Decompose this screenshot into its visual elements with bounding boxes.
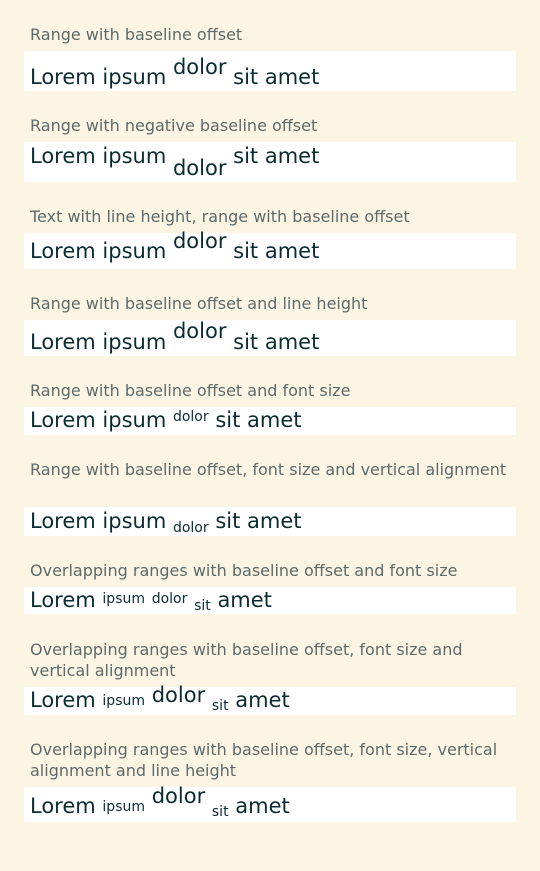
text-sample-box: Lorem ipsum dolor sit amet — [24, 507, 516, 536]
section-title: Range with baseline offset and line heig… — [30, 294, 368, 313]
text-sample-box: Lorem ipsum dolor sit amet — [24, 142, 516, 182]
text-sample-line: Lorem ipsum dolor sit amet — [30, 57, 320, 89]
text-sample-line: Lorem ipsum dolor sit amet — [30, 588, 272, 614]
section-title: Range with baseline offset, font size an… — [30, 460, 507, 479]
section-title: Overlapping ranges with baseline offset,… — [30, 740, 498, 780]
offset-text-run: dolor — [172, 55, 227, 79]
section-title: Range with negative baseline offset — [30, 116, 318, 135]
offset-text-run: dolor — [151, 683, 206, 707]
section-title: Range with baseline offset and font size — [30, 381, 351, 400]
section-title: Overlapping ranges with baseline offset,… — [30, 640, 463, 680]
text-sample-box: Lorem ipsum dolor sit amet — [24, 320, 516, 356]
text-sample-line: Lorem ipsum dolor sit amet — [30, 321, 320, 354]
text-run: Lorem — [30, 688, 96, 712]
offset-text-run: dolor — [172, 156, 227, 180]
text-run: Lorem — [30, 794, 96, 818]
offset-text-run: ipsum — [102, 693, 146, 709]
text-sample-box: Lorem ipsum dolor sit amet — [24, 685, 516, 715]
offset-text-run: dolor — [172, 229, 227, 253]
offset-text-run: dolor — [172, 520, 209, 536]
offset-text-run: dolor — [151, 784, 206, 808]
text-run: amet — [217, 588, 272, 612]
text-run: sit amet — [233, 239, 320, 263]
text-sample-box: Lorem ipsum dolor sit amet — [24, 587, 516, 614]
text-run: Lorem ipsum — [30, 144, 167, 168]
text-run: amet — [235, 794, 290, 818]
offset-text-run: dolor — [172, 319, 227, 343]
text-sample-line: Lorem ipsum dolor sit amet — [30, 231, 320, 263]
text-sample-box: Lorem ipsum dolor sit amet — [24, 786, 516, 822]
text-sample-line: Lorem ipsum dolor sit amet — [30, 685, 290, 714]
text-run: amet — [235, 688, 290, 712]
text-sample-box: Lorem ipsum dolor sit amet — [24, 51, 516, 91]
text-sample-line: Lorem ipsum dolor sit amet — [30, 786, 290, 820]
text-run: sit amet — [233, 144, 320, 168]
text-sample-line: Lorem ipsum dolor sit amet — [30, 509, 302, 536]
text-run: Lorem ipsum — [30, 330, 167, 354]
offset-text-run: dolor — [172, 409, 209, 425]
text-run: Lorem — [30, 588, 96, 612]
text-run: Lorem ipsum — [30, 509, 167, 533]
text-sample-line: Lorem ipsum dolor sit amet — [30, 144, 320, 179]
text-sample-box: Lorem ipsum dolor sit amet — [24, 407, 516, 435]
text-run: sit amet — [215, 408, 302, 432]
offset-text-run: ipsum — [102, 591, 146, 607]
offset-text-run: sit — [194, 598, 211, 614]
text-run: sit amet — [233, 330, 320, 354]
offset-text-run: sit — [211, 698, 229, 714]
text-run: Lorem ipsum — [30, 239, 167, 263]
offset-text-run: ipsum — [102, 799, 146, 815]
section-title: Range with baseline offset — [30, 25, 243, 44]
offset-text-run: dolor — [151, 591, 188, 607]
text-run: sit amet — [233, 65, 320, 89]
text-run: Lorem ipsum — [30, 408, 167, 432]
text-run: Lorem ipsum — [30, 65, 167, 89]
text-sample-box: Lorem ipsum dolor sit amet — [24, 231, 516, 269]
section-title: Overlapping ranges with baseline offset … — [30, 561, 458, 580]
offset-text-run: sit — [211, 804, 229, 820]
section-title: Text with line height, range with baseli… — [30, 207, 410, 226]
text-sample-line: Lorem ipsum dolor sit amet — [30, 410, 302, 431]
text-run: sit amet — [215, 509, 302, 533]
